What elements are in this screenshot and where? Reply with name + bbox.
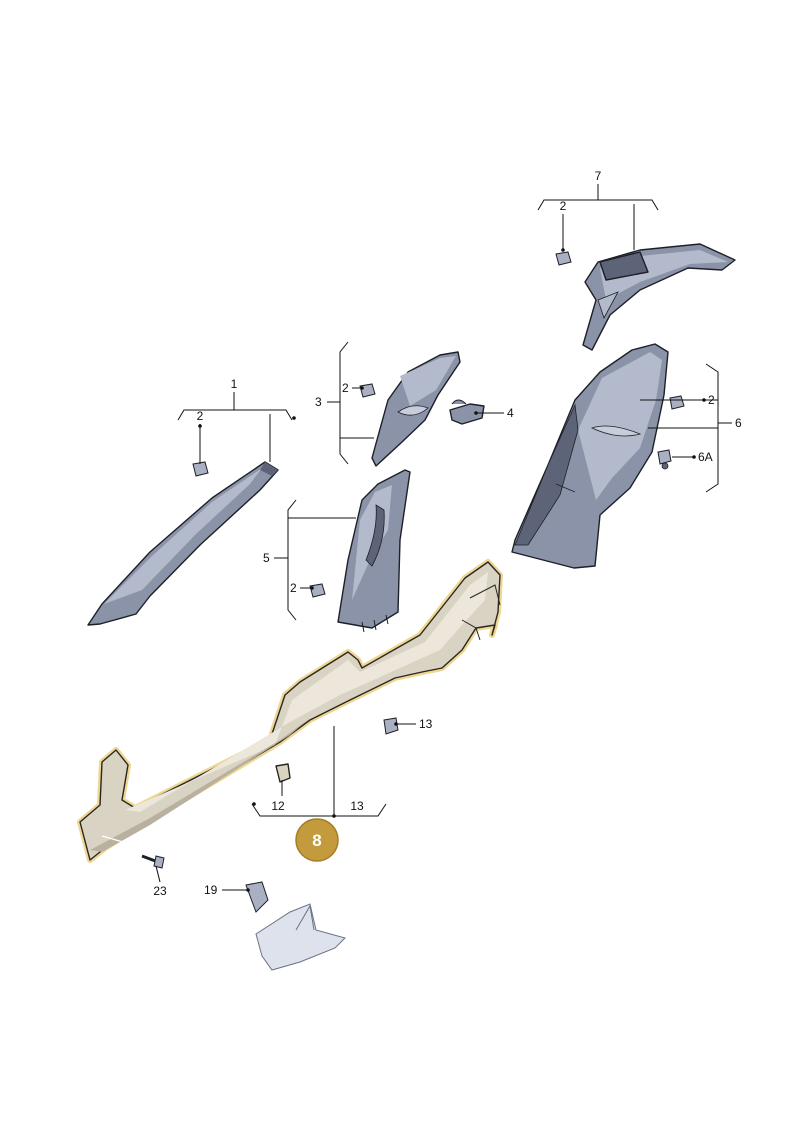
callout-6A[interactable]: 6A xyxy=(698,450,713,464)
callout-23[interactable]: 23 xyxy=(153,884,167,898)
callouts: 7 2 2 6 6A 3 2 4 1 2 5 2 13 12 13 23 19 xyxy=(153,169,742,898)
callout-3[interactable]: 3 xyxy=(315,395,322,409)
bracket-19[interactable] xyxy=(245,881,269,913)
clip-12[interactable] xyxy=(275,763,291,783)
callout-1[interactable]: 1 xyxy=(231,377,238,391)
part-8-sill-panel[interactable] xyxy=(77,559,503,863)
part-4-grab-handle[interactable] xyxy=(449,399,485,425)
callout-2-part1[interactable]: 2 xyxy=(197,409,204,423)
callout-4[interactable]: 4 xyxy=(507,406,514,420)
clip-2-part3[interactable] xyxy=(359,383,376,398)
clip-2-part6[interactable] xyxy=(669,395,685,410)
part-8-badge[interactable]: 8 xyxy=(295,818,339,862)
part-5-b-pillar-lower[interactable] xyxy=(337,469,411,633)
clip-2-part1[interactable] xyxy=(192,461,209,477)
clip-13-part8[interactable] xyxy=(383,717,399,735)
callout-13-bracket[interactable]: 13 xyxy=(350,799,364,813)
callout-13-clip[interactable]: 13 xyxy=(419,717,433,731)
part-6-c-pillar-trim[interactable] xyxy=(511,343,669,569)
callout-2-part6[interactable]: 2 xyxy=(708,393,715,407)
callout-5[interactable]: 5 xyxy=(263,551,270,565)
callout-12[interactable]: 12 xyxy=(271,799,285,813)
callout-2-part3[interactable]: 2 xyxy=(342,381,349,395)
part-1-a-pillar-trim[interactable] xyxy=(87,461,279,626)
callout-6[interactable]: 6 xyxy=(735,416,742,430)
callout-7[interactable]: 7 xyxy=(595,169,602,183)
clip-6A[interactable] xyxy=(657,449,672,470)
heat-shield-part[interactable] xyxy=(255,903,346,971)
clip-2-part7[interactable] xyxy=(555,251,572,266)
part-3-b-pillar-upper[interactable] xyxy=(371,351,461,467)
clip-2-part5[interactable] xyxy=(309,583,326,598)
callout-2-part5[interactable]: 2 xyxy=(290,581,297,595)
badge-label: 8 xyxy=(312,831,321,850)
callout-2-part7[interactable]: 2 xyxy=(560,199,567,213)
leader-lines xyxy=(155,184,732,892)
part-7-rear-upper-trim[interactable] xyxy=(582,243,736,351)
screw-23[interactable] xyxy=(141,854,165,869)
callout-19[interactable]: 19 xyxy=(204,883,218,897)
